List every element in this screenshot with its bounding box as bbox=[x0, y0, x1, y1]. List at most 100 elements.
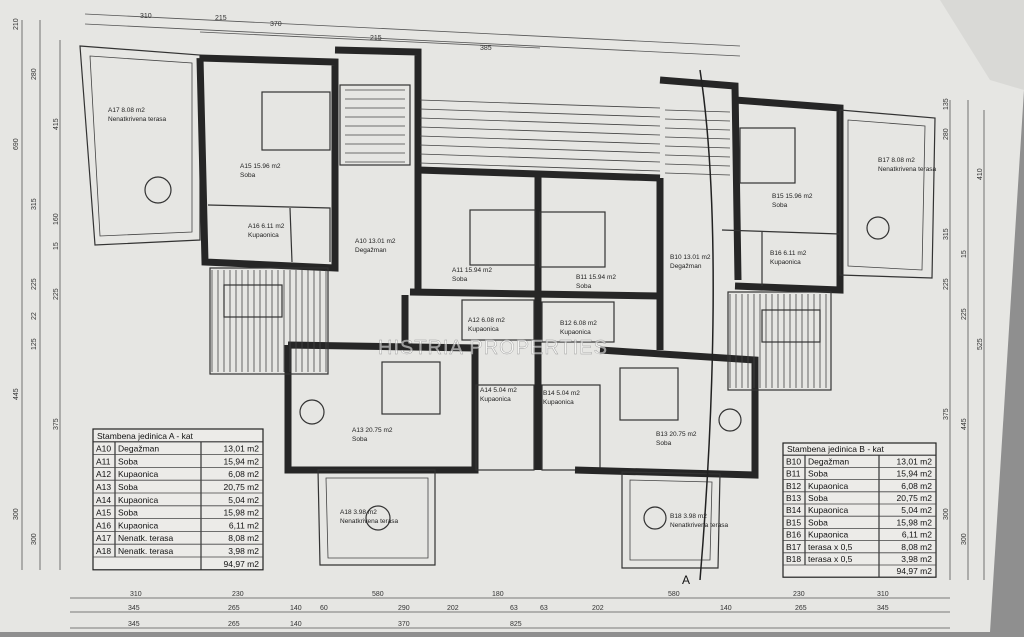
room-name: Soba bbox=[808, 517, 828, 527]
dining-table-a bbox=[223, 284, 283, 318]
room-area: 8,08 m2 bbox=[228, 533, 259, 543]
room-name: terasa x 0,5 bbox=[808, 542, 853, 552]
dim-bottom-r2-6: 202 bbox=[447, 605, 459, 612]
dim-bottom-r2-5: 290 bbox=[398, 605, 410, 612]
room-area: 5,04 m2 bbox=[228, 495, 259, 505]
room-code: A18 bbox=[96, 546, 111, 556]
room-id-label: A10 13.01 m2 bbox=[355, 238, 396, 245]
terrace-b17 bbox=[839, 109, 936, 279]
dim-bottom-r2-7: 63 bbox=[510, 605, 518, 612]
room-id-label: B10 13.01 m2 bbox=[670, 254, 711, 261]
dim-top-1: 310 bbox=[140, 13, 152, 20]
room-a15-walls bbox=[196, 54, 339, 272]
room-id-label: A16 6.11 m2 bbox=[248, 223, 285, 230]
room-id-label: A13 20.75 m2 bbox=[352, 427, 393, 434]
corridor-a10-walls bbox=[334, 46, 422, 290]
room-type-label: Kupaonica bbox=[543, 399, 574, 406]
table-b13 bbox=[718, 408, 742, 432]
room-area: 15,98 m2 bbox=[897, 517, 933, 527]
room-area: 13,01 m2 bbox=[224, 444, 260, 454]
bed-a15 bbox=[261, 91, 331, 151]
corridor-b10-walls bbox=[659, 76, 742, 281]
bed-b11 bbox=[539, 211, 606, 268]
room-area: 6,11 m2 bbox=[902, 530, 932, 540]
unit-b-table-title: Stambena jedinica B - kat bbox=[787, 444, 884, 454]
dim-left-3: 415 bbox=[53, 118, 60, 130]
room-code: B15 bbox=[786, 517, 801, 527]
left-dimension-lines: 2102804156903151601522522522125445375300… bbox=[13, 18, 61, 570]
dim-top-3: 215 bbox=[370, 35, 382, 42]
unit-b-table-row: B16 Kupaonica 6,11 m2 bbox=[786, 530, 932, 540]
room-type-label: Kupaonica bbox=[468, 326, 499, 333]
room-type-label: Nenatkrivena terasa bbox=[878, 166, 937, 173]
watermark: HISTRIA PROPERTIES bbox=[378, 337, 608, 359]
room-name: Nenatk. terasa bbox=[118, 533, 174, 543]
room-id-label: A15 15.96 m2 bbox=[240, 163, 281, 170]
room-type-label: Soba bbox=[576, 283, 592, 290]
stairs-left bbox=[339, 84, 411, 166]
unit-a-table-title: Stambena jedinica A - kat bbox=[97, 431, 194, 441]
room-type-label: Soba bbox=[452, 276, 468, 283]
unit-b-table-total: 94,97 m2 bbox=[897, 566, 933, 576]
room-code: B13 bbox=[786, 493, 801, 503]
room-name: Kupaonica bbox=[808, 505, 848, 515]
furniture bbox=[144, 91, 890, 531]
dim-bottom-r2-12: 345 bbox=[877, 605, 889, 612]
dim-left-4: 690 bbox=[13, 138, 20, 150]
room-name: Kupaonica bbox=[118, 520, 158, 530]
room-area: 20,75 m2 bbox=[224, 482, 260, 492]
bathroom-a14 bbox=[475, 384, 535, 471]
room-name: Soba bbox=[118, 508, 138, 518]
room-name: Kupaonica bbox=[808, 530, 848, 540]
unit-a-table-total: 94,97 m2 bbox=[224, 559, 260, 569]
dim-right-2: 280 bbox=[943, 128, 950, 140]
room-area: 8,08 m2 bbox=[901, 542, 932, 552]
dim-right-7: 225 bbox=[961, 308, 968, 320]
dim-right-10: 445 bbox=[961, 418, 968, 430]
room-name: Degažman bbox=[808, 456, 849, 466]
dim-bottom-r2-2: 265 bbox=[228, 605, 240, 612]
dim-left-12: 445 bbox=[13, 388, 20, 400]
room-id-label: B18 3.98 m2 bbox=[670, 513, 707, 520]
room-code: A14 bbox=[96, 495, 111, 505]
dim-right-3: 410 bbox=[977, 168, 984, 180]
dim-bottom-4: 180 bbox=[492, 591, 504, 598]
room-area: 6,11 m2 bbox=[229, 520, 259, 530]
room-id-label: B16 6.11 m2 bbox=[770, 250, 807, 257]
room-id-label: B11 15.94 m2 bbox=[576, 274, 616, 281]
table-b18 bbox=[643, 506, 667, 530]
dim-bottom-r2-3: 140 bbox=[290, 605, 302, 612]
room-code: B16 bbox=[786, 530, 801, 540]
room-name: terasa x 0,5 bbox=[808, 554, 853, 564]
room-code: B14 bbox=[786, 505, 801, 515]
room-id-label: B15 15.96 m2 bbox=[772, 193, 813, 200]
terrace-a17 bbox=[79, 45, 201, 246]
room-area: 5,04 m2 bbox=[901, 505, 932, 515]
dim-bottom-2: 230 bbox=[232, 591, 244, 598]
dim-left-11: 125 bbox=[31, 338, 38, 350]
dim-bottom-3: 580 bbox=[372, 591, 384, 598]
room-type-label: Nenatkrivena terasa bbox=[108, 116, 167, 123]
room-code: A13 bbox=[96, 482, 111, 492]
bed-b13 bbox=[619, 367, 679, 421]
room-area: 15,98 m2 bbox=[224, 508, 260, 518]
dim-top-2: 370 bbox=[270, 21, 282, 28]
